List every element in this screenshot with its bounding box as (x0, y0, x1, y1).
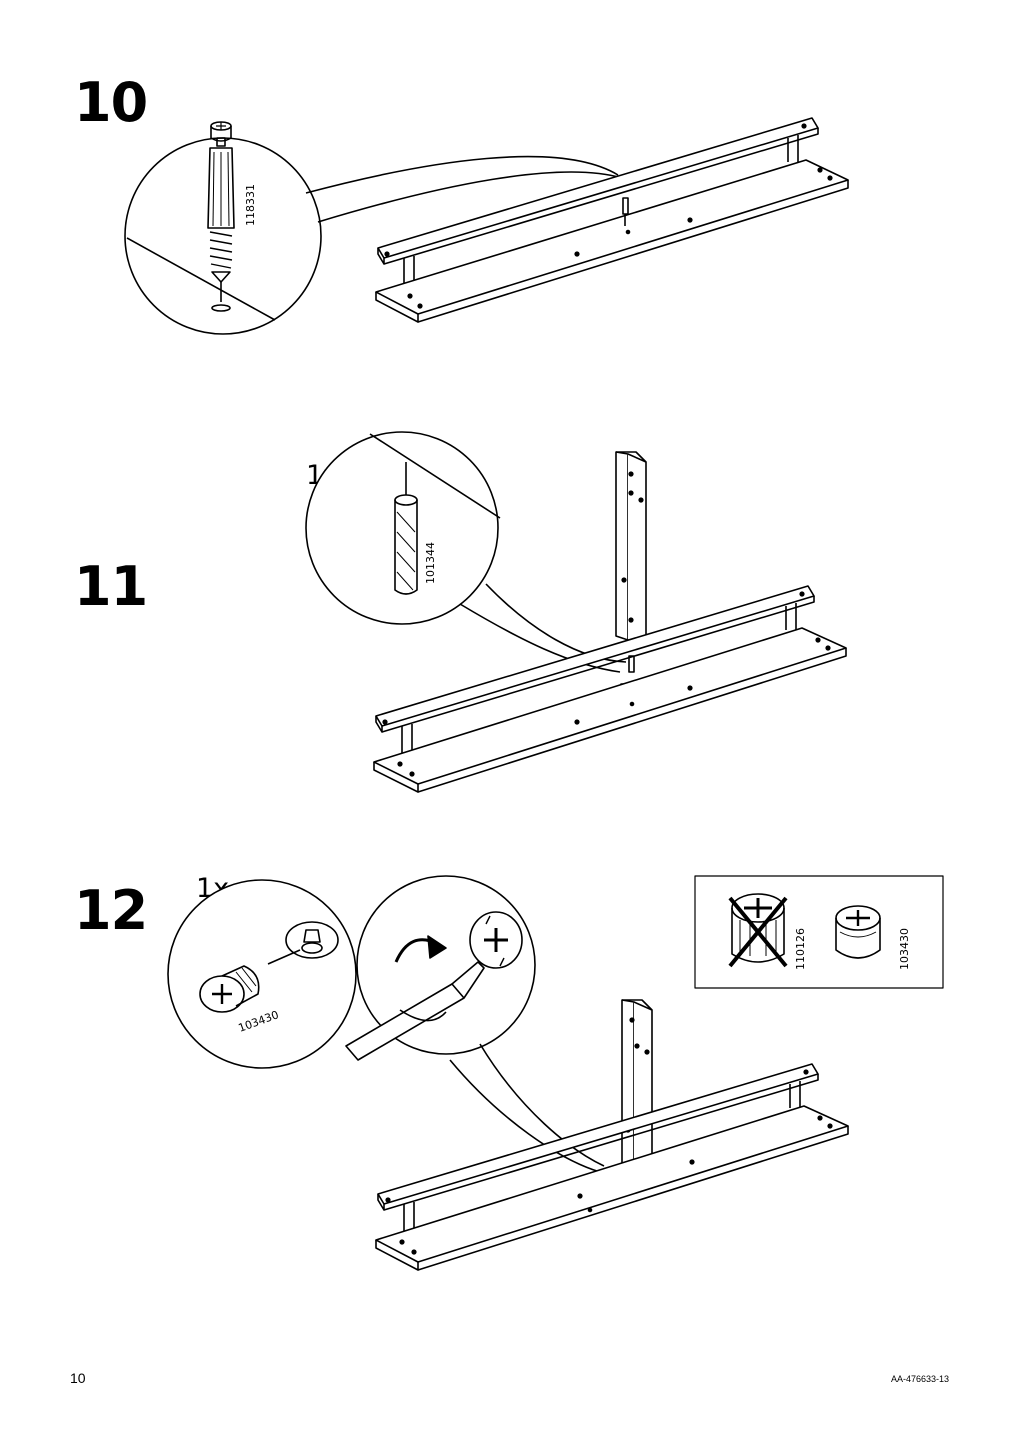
step-10-illustration: 118331 (124, 117, 849, 335)
correct-part-number: 103430 (898, 928, 911, 970)
step-10-part-number: 118331 (244, 184, 257, 226)
step-11-illustration: 101344 (305, 431, 847, 793)
step-11-part-number: 101344 (424, 542, 437, 584)
step-11-number: 11 (74, 555, 148, 618)
step-12-illustration: 103430 110126 103430 (167, 875, 944, 1271)
step-10-number: 10 (74, 71, 148, 134)
document-id: AA-476633-13 (890, 1374, 949, 1384)
page-number: 10 (70, 1370, 86, 1386)
wrong-part-number: 110126 (794, 928, 807, 970)
step-12-number: 12 (74, 879, 148, 942)
